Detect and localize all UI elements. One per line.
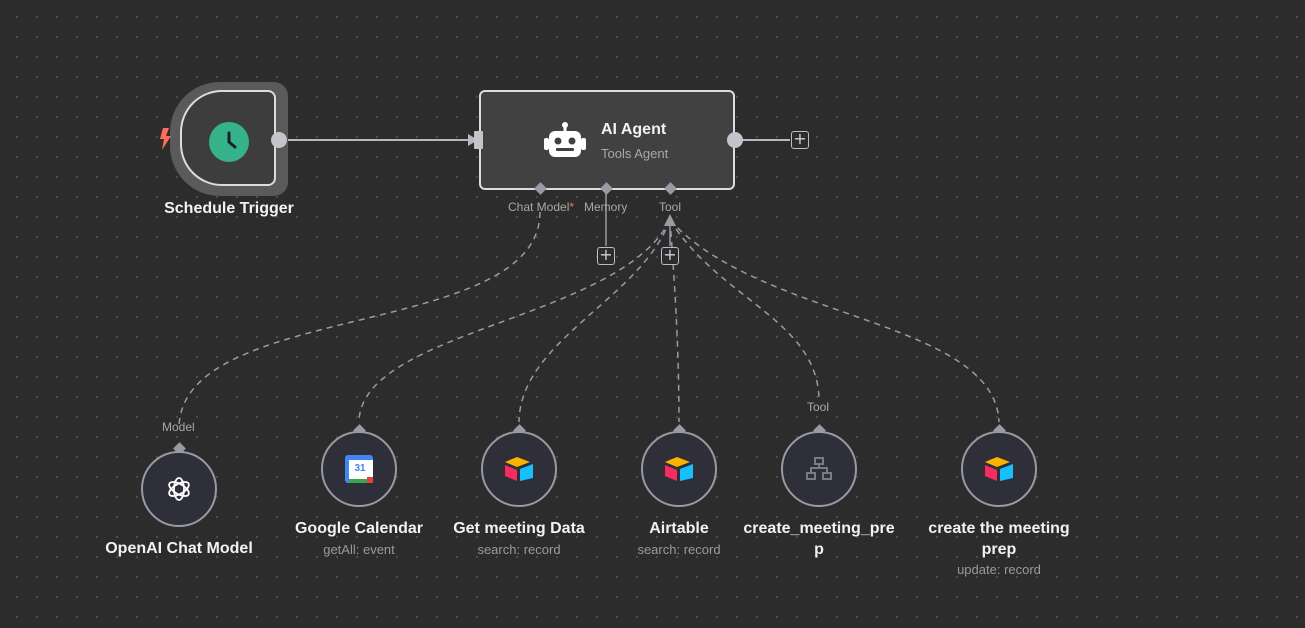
google-calendar-title: Google Calendar bbox=[294, 520, 424, 537]
schedule-trigger-body[interactable] bbox=[180, 90, 276, 186]
get-meeting-data-node[interactable] bbox=[481, 431, 557, 507]
schedule-trigger-node[interactable] bbox=[170, 82, 288, 196]
schedule-trigger-title: Schedule Trigger bbox=[164, 200, 294, 217]
ai-agent-node[interactable]: AI Agent Tools Agent bbox=[479, 90, 735, 190]
ai-agent-subtitle: Tools Agent bbox=[601, 146, 669, 161]
airtable-subtitle: search: record bbox=[637, 542, 721, 557]
google-calendar-node[interactable]: 31 bbox=[321, 431, 397, 507]
connection-tool-get-meeting-data bbox=[518, 219, 671, 423]
create-the-meeting-prep-title: create the meeting prep bbox=[928, 520, 1070, 558]
robot-icon bbox=[544, 122, 586, 157]
connection-arrowhead bbox=[664, 214, 676, 226]
get-meeting-data-subtitle: search: record bbox=[477, 542, 561, 557]
sitemap-icon bbox=[806, 457, 832, 480]
airtable-node[interactable] bbox=[641, 431, 717, 507]
memory-port-label: Memory bbox=[584, 200, 628, 214]
lightning-bolt-icon bbox=[160, 128, 171, 150]
model-port-label: Model bbox=[162, 420, 195, 434]
tool-port-label: Tool bbox=[659, 200, 682, 214]
create-meeting-prep-node[interactable] bbox=[781, 431, 857, 507]
google-calendar-icon: 31 bbox=[345, 455, 373, 483]
tool-input-port-label: Tool bbox=[807, 400, 830, 414]
connection-tool-create-meeting-prep bbox=[669, 219, 820, 401]
add-tool-button[interactable]: + bbox=[661, 247, 679, 265]
ai-agent-title: AI Agent bbox=[601, 121, 667, 138]
schedule-trigger-output-port[interactable] bbox=[271, 132, 287, 148]
airtable-icon bbox=[505, 457, 533, 481]
connection-tool-create-the-meeting-prep bbox=[669, 219, 1000, 423]
connection-tool-airtable bbox=[669, 219, 680, 423]
openai-chat-model-title: OpenAI Chat Model bbox=[105, 540, 253, 557]
airtable-icon bbox=[665, 457, 693, 481]
airtable-title: Airtable bbox=[649, 520, 709, 537]
get-meeting-data-title: Get meeting Data bbox=[453, 520, 585, 537]
create-the-meeting-prep-node[interactable] bbox=[961, 431, 1037, 507]
calendar-day: 31 bbox=[354, 463, 366, 474]
connection-tool-google-calendar bbox=[358, 219, 671, 423]
create-the-meeting-prep-subtitle: update: record bbox=[957, 562, 1041, 577]
openai-chat-model-node[interactable] bbox=[141, 451, 217, 527]
ai-agent-input-port[interactable] bbox=[474, 131, 483, 149]
create-meeting-prep-title: create_meeting_pre p bbox=[743, 520, 895, 558]
google-calendar-subtitle: getAll: event bbox=[323, 542, 395, 557]
connection-arrowhead bbox=[468, 134, 478, 146]
add-memory-button[interactable]: + bbox=[597, 247, 615, 265]
chat-model-port-label: Chat Model* bbox=[508, 200, 575, 214]
add-next-node-button[interactable]: + bbox=[791, 131, 809, 149]
connection-model-openai bbox=[178, 211, 541, 429]
openai-icon bbox=[168, 477, 190, 501]
clock-icon bbox=[209, 122, 249, 162]
airtable-icon bbox=[985, 457, 1013, 481]
ai-agent-output-port[interactable] bbox=[727, 132, 743, 148]
required-marker: * bbox=[569, 200, 575, 214]
